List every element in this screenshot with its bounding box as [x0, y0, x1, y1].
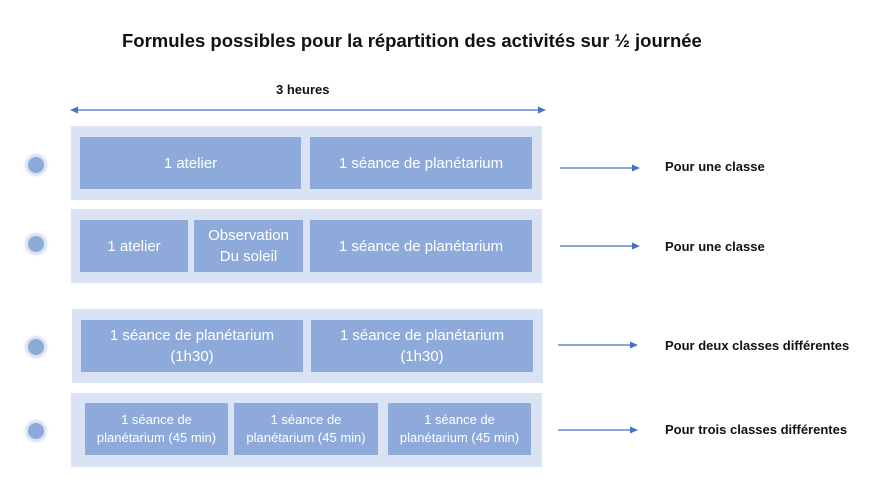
row-4-box-planetarium-3: 1 séance de planétarium (45 min)	[388, 403, 531, 455]
duration-double-arrow	[70, 106, 546, 114]
row-2-panel: 1 atelier Observation Du soleil 1 séance…	[71, 209, 542, 283]
diagram-title: Formules possibles pour la répartition d…	[122, 30, 702, 51]
row-2-arrow	[560, 242, 640, 250]
row-4-description: Pour trois classes différentes	[665, 422, 848, 437]
row-2-bullet	[28, 236, 44, 252]
row-3-panel: 1 séance de planétarium (1h30) 1 séance …	[72, 309, 543, 383]
row-2-description: Pour une classe	[665, 239, 765, 254]
duration-label: 3 heures	[276, 82, 330, 97]
row-1-bullet	[28, 157, 44, 173]
row-2-box-planetarium: 1 séance de planétarium	[310, 220, 532, 272]
row-4-box-planetarium-1: 1 séance de planétarium (45 min)	[85, 403, 228, 455]
box-text-line-2: (1h30)	[400, 348, 444, 365]
row-1-arrow	[560, 164, 640, 172]
row-3-bullet	[28, 339, 44, 355]
row-3-box-planetarium-2: 1 séance de planétarium (1h30)	[311, 320, 533, 372]
row-3-arrow	[558, 341, 638, 349]
box-text: 1 séance de planétarium	[338, 154, 504, 172]
box-text: 1 atelier	[163, 154, 218, 172]
box-text-line-1: Observation	[208, 227, 289, 244]
box-text-line-1: 1 séance de	[270, 412, 342, 428]
box-text-line-1: 1 séance de planétarium	[109, 327, 275, 344]
box-text-line-2: planétarium (45 min)	[399, 430, 520, 445]
row-4-arrow	[558, 426, 638, 434]
box-text-line-1: 1 séance de	[121, 412, 192, 428]
row-3-description: Pour deux classes différentes	[665, 338, 850, 353]
row-4-bullet	[28, 423, 44, 439]
row-1-box-planetarium: 1 séance de planétarium	[310, 137, 532, 189]
row-3-box-planetarium-1: 1 séance de planétarium (1h30)	[81, 320, 303, 372]
row-4-panel: 1 séance de planétarium (45 min) 1 séanc…	[71, 393, 542, 467]
row-2-box-observation: Observation Du soleil	[194, 220, 303, 272]
row-1-box-atelier: 1 atelier	[80, 137, 301, 189]
box-text-line-2: Du soleil	[219, 248, 278, 265]
box-text-line-1: 1 séance de	[424, 412, 495, 428]
box-text-line-1: 1 séance de planétarium	[339, 327, 505, 344]
row-1-panel: 1 atelier 1 séance de planétarium	[71, 126, 542, 200]
box-text-line-2: (1h30)	[170, 348, 214, 365]
row-4-box-planetarium-2: 1 séance de planétarium (45 min)	[234, 403, 378, 455]
box-text-line-2: planétarium (45 min)	[246, 430, 366, 445]
box-text-line-2: planétarium (45 min)	[96, 430, 217, 445]
row-1-description: Pour une classe	[665, 159, 765, 174]
box-text: 1 séance de planétarium	[338, 237, 504, 255]
box-text: 1 atelier	[107, 237, 161, 255]
row-2-box-atelier: 1 atelier	[80, 220, 188, 272]
